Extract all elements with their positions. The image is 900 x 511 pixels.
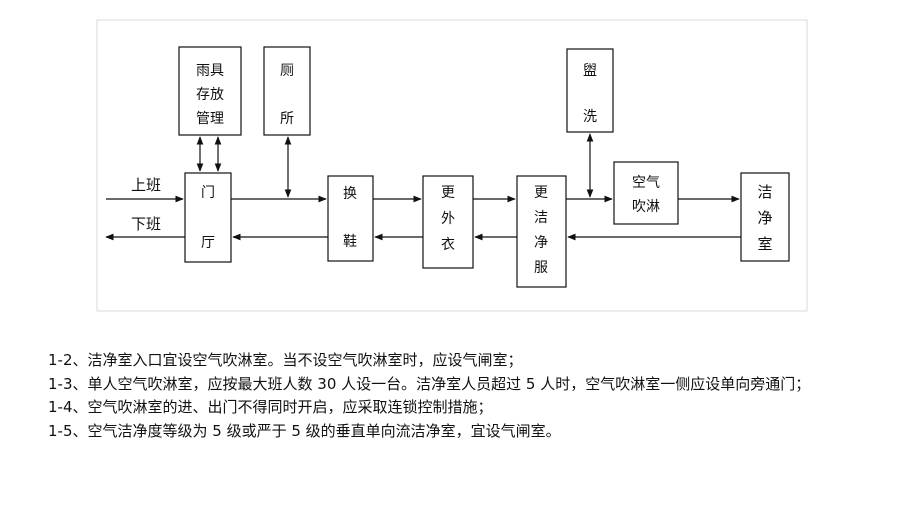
note-1-5: 1-5、空气洁净度等级为 5 级或严于 5 级的垂直单向流洁净室，宜设气闸室。 [48, 421, 561, 440]
clean-room-label-1: 洁 [757, 183, 772, 201]
on-shift-label: 上班 [131, 176, 161, 194]
change-outer-label-2: 外 [441, 211, 455, 227]
air-shower-box [613, 161, 679, 225]
rain-gear-label-2: 存放 [196, 87, 224, 103]
note-1-2: 1-2、洁净室入口宜设空气吹淋室。当不设空气吹淋室时，应设气闸室； [48, 351, 523, 369]
washroom-label-1: 盥 [583, 63, 597, 79]
note-1-4: 1-4、空气吹淋室的进、出门不得同时开启，应采取连锁控制措施； [48, 398, 493, 416]
note-1-3: 1-3、单人空气吹淋室，应按最大班人数 30 人设一台。洁净室人员超过 5 人时… [48, 374, 811, 393]
clean-room-box [740, 172, 790, 262]
clean-room-label-2: 净 [757, 209, 772, 227]
shoe-change-box [327, 175, 374, 262]
change-clean-label-1: 更 [534, 185, 548, 201]
hall-label-1: 门 [201, 185, 215, 201]
off-shift-label: 下班 [131, 215, 161, 233]
washroom-label-2: 洗 [583, 109, 597, 125]
change-outer-box [422, 175, 474, 269]
diagram-frame [96, 19, 808, 312]
change-clean-label-4: 服 [534, 260, 548, 276]
toilet-label-1: 厕 [280, 63, 294, 79]
notes-list: 1-2、洁净室入口宜设空气吹淋室。当不设空气吹淋室时，应设气闸室； 1-3、单人… [48, 349, 878, 443]
washroom-box [566, 48, 614, 133]
air-shower-label-2: 吹淋 [632, 199, 660, 215]
toilet-box [263, 46, 311, 136]
rain-gear-label-3: 管理 [196, 111, 224, 127]
toilet-label-2: 所 [280, 111, 294, 127]
shoe-change-label-2: 鞋 [343, 234, 357, 250]
change-outer-label-3: 衣 [441, 237, 455, 253]
air-shower-label-1: 空气 [632, 175, 660, 191]
change-clean-box [516, 175, 567, 288]
change-outer-label-1: 更 [441, 185, 455, 201]
hall-box [184, 172, 232, 263]
change-clean-label-2: 洁 [534, 210, 548, 226]
rain-gear-label-1: 雨具 [196, 63, 224, 79]
hall-label-2: 厅 [201, 235, 215, 251]
personnel-flow-diagram: 雨具 存放 管理 厕 所 盥 洗 门 厅 换 鞋 更 外 衣 更 洁 净 服 空… [96, 19, 808, 312]
rain-gear-box [178, 46, 242, 136]
change-clean-label-3: 净 [534, 235, 548, 251]
shoe-change-label-1: 换 [343, 185, 357, 202]
clean-room-label-3: 室 [757, 235, 772, 253]
